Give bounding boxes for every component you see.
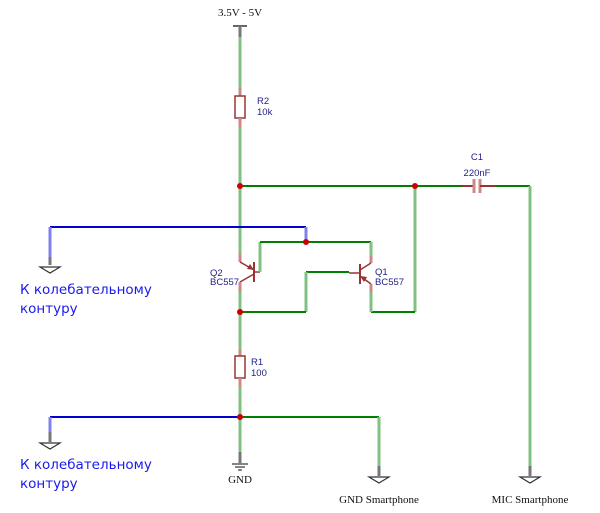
junction-top xyxy=(237,183,243,189)
power-supply: 3.5V - 5V xyxy=(218,7,262,88)
power-label: 3.5V - 5V xyxy=(218,7,262,19)
ground-symbol: GND xyxy=(228,452,252,486)
c1-ref: C1 xyxy=(471,152,483,163)
tank-top-line1: К колебательному xyxy=(20,282,152,298)
capacitor-c1[interactable]: C1 220nF xyxy=(462,152,495,193)
junction-c1 xyxy=(412,183,418,189)
gnd-smartphone-port[interactable]: GND Smartphone xyxy=(339,466,419,506)
q2-value: BC557 xyxy=(210,277,239,288)
c1-value: 220nF xyxy=(464,168,491,179)
r2-value: 10k xyxy=(257,107,273,118)
r1-ref: R1 xyxy=(251,357,263,368)
q1-ref: Q1 xyxy=(375,267,388,278)
mic-smartphone-label: MIC Smartphone xyxy=(492,494,569,506)
transistor-q2[interactable]: Q2 BC557 xyxy=(210,253,260,292)
mic-smartphone-port[interactable]: MIC Smartphone xyxy=(492,466,569,506)
resistor-r1[interactable]: R1 100 xyxy=(234,350,267,387)
tank-port-bottom[interactable]: К колебательному контуру xyxy=(20,416,240,492)
junction-bottom xyxy=(237,414,243,420)
tank-top-line2: контуру xyxy=(20,301,78,317)
q1-value: BC557 xyxy=(375,277,404,288)
q2-ref: Q2 xyxy=(210,268,223,279)
gnd-label: GND xyxy=(228,474,252,486)
junction-mid xyxy=(237,309,243,315)
tank-bottom-line1: К колебательному xyxy=(20,457,152,473)
r2-ref: R2 xyxy=(257,96,269,107)
junction-base-bar xyxy=(303,239,309,245)
resistor-r2[interactable]: R2 10k xyxy=(234,88,273,127)
gnd-smartphone-label: GND Smartphone xyxy=(339,494,419,506)
tank-port-top[interactable]: К колебательному контуру xyxy=(20,226,308,317)
r1-value: 100 xyxy=(251,368,267,379)
tank-bottom-line2: контуру xyxy=(20,476,78,492)
transistor-q1[interactable]: Q1 BC557 xyxy=(349,256,404,292)
